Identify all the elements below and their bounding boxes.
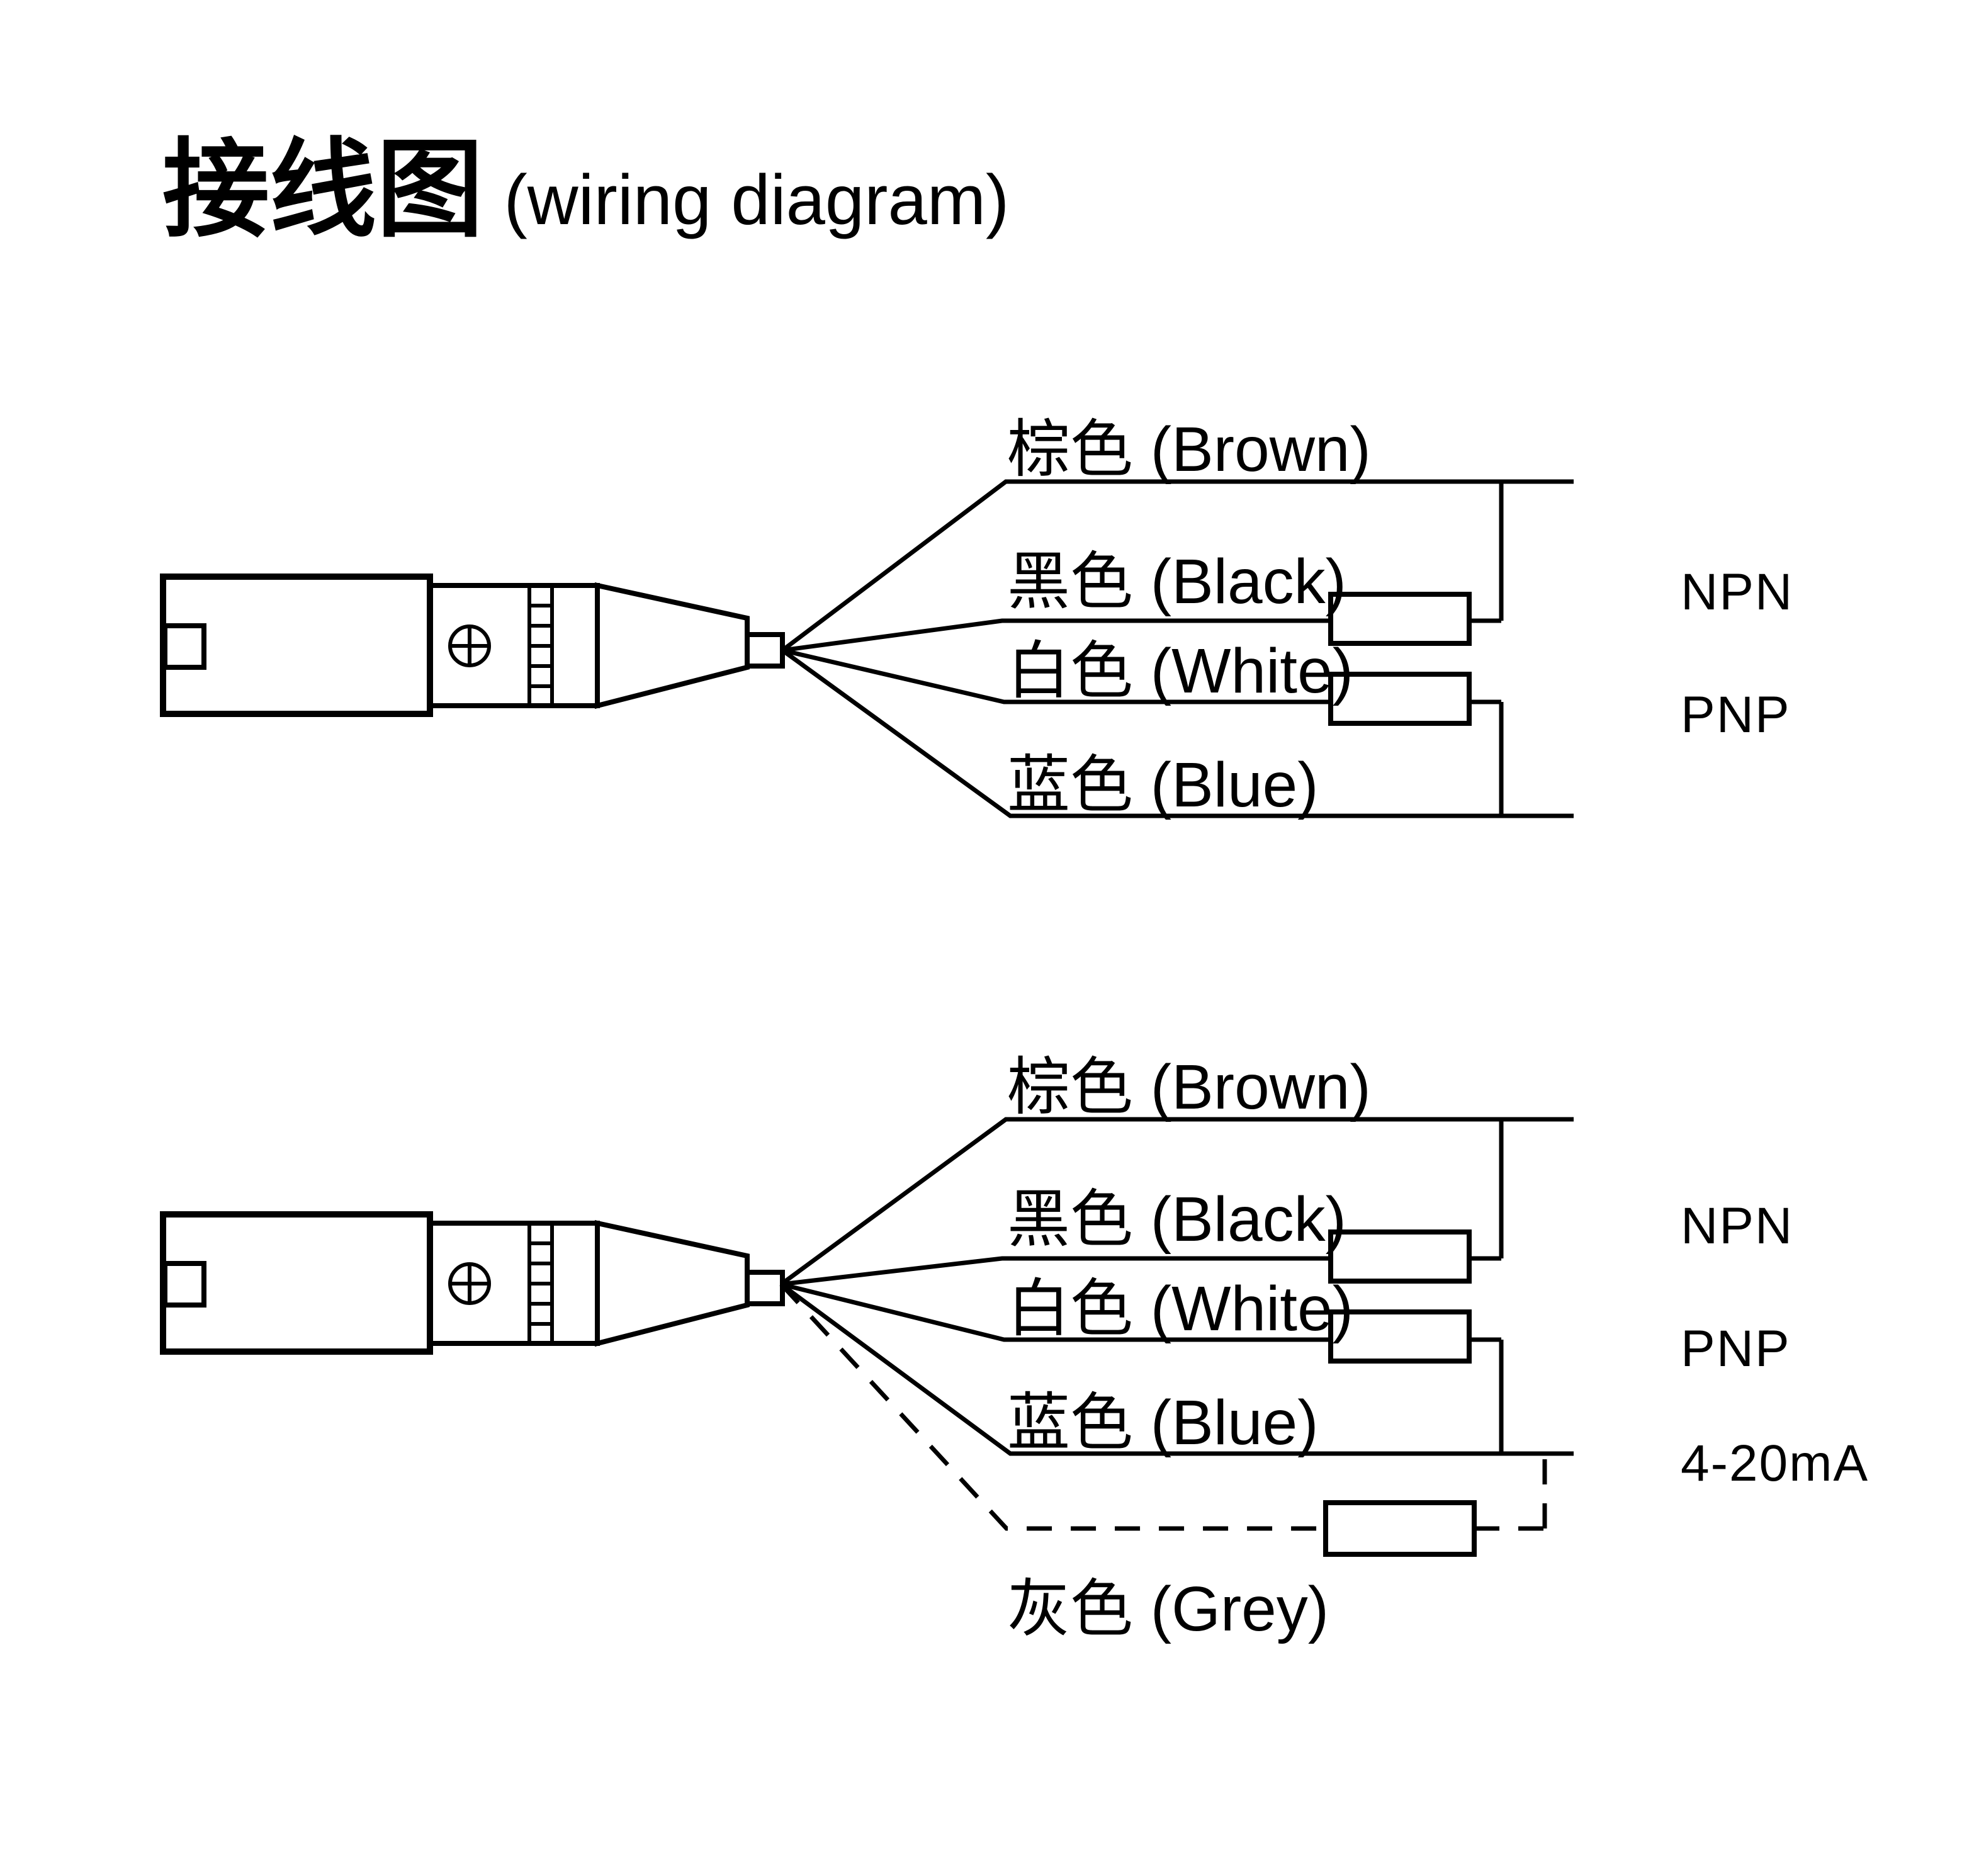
wire-label-grey: 灰色 (Grey) xyxy=(1007,1574,1329,1644)
load-box-pnp xyxy=(1328,1309,1472,1364)
wire-black xyxy=(782,618,1501,653)
wire-white xyxy=(781,1282,1501,1342)
wire-label-white: 白色 (White) xyxy=(1007,1274,1353,1344)
wire-label-brown: 棕色 (Brown) xyxy=(1007,414,1371,485)
wire-black xyxy=(781,1256,1501,1287)
wire-label-black: 黑色 (Black) xyxy=(1007,1184,1346,1255)
wire-brown xyxy=(779,1117,1574,1286)
wire-label-black: 黑色 (Black) xyxy=(1007,546,1346,617)
output-label-pnp: PNP xyxy=(1681,686,1791,743)
wire-grey xyxy=(779,1282,1547,1531)
page-title-en: (wiring diagram) xyxy=(504,161,1009,239)
wire-label-blue: 蓝色 (Blue) xyxy=(1007,750,1319,820)
output-label-pnp: PNP xyxy=(1681,1320,1791,1377)
wire-blue xyxy=(779,1282,1574,1456)
wire-label-white: 白色 (White) xyxy=(1007,636,1353,706)
load-box-current-loop xyxy=(1323,1500,1477,1557)
page-title-zh: 接线图 xyxy=(162,130,483,250)
sensor-graphic-bottom xyxy=(163,1214,782,1352)
diagram-top: 棕色 (Brown) 黑色 (Black) 白色 (White) 蓝色 (Blu… xyxy=(163,414,1793,820)
output-label-current-loop: 4-20mA xyxy=(1681,1435,1869,1492)
wire-white xyxy=(782,648,1501,704)
diagram-bottom: 棕色 (Brown) 黑色 (Black) 白色 (White) 蓝色 (Blu… xyxy=(163,1052,1869,1644)
load-box-npn xyxy=(1328,1229,1472,1284)
wire-brown xyxy=(781,479,1574,652)
wire-blue xyxy=(781,648,1574,818)
wire-label-brown: 棕色 (Brown) xyxy=(1007,1052,1371,1122)
sensor-graphic-top xyxy=(163,577,782,714)
wire-label-blue: 蓝色 (Blue) xyxy=(1007,1387,1319,1458)
page-title: 接线图 (wiring diagram) xyxy=(162,130,1009,250)
output-label-npn: NPN xyxy=(1681,563,1793,621)
output-label-npn: NPN xyxy=(1681,1197,1793,1255)
load-box-npn xyxy=(1328,592,1472,646)
load-box-pnp xyxy=(1328,672,1472,726)
